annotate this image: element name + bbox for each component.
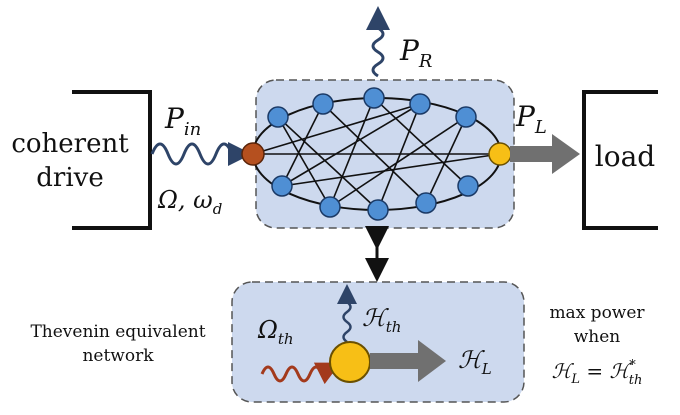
drive-label-line2: drive (36, 163, 103, 193)
thevenin-load-arrow-shaft (370, 353, 418, 369)
thevenin-node (329, 341, 371, 383)
max-power-line1: max power (549, 303, 645, 323)
load-power-label: PL (515, 100, 547, 138)
network-node (409, 93, 431, 115)
load-label: load (595, 140, 656, 173)
network-node (457, 175, 479, 197)
thevenin-load-label: ℋL (458, 346, 492, 378)
drive-bracket (72, 90, 152, 230)
network-node (415, 192, 437, 214)
network-node (367, 199, 389, 221)
network-node (312, 93, 334, 115)
thevenin-load-arrow-head (418, 340, 446, 382)
network-edges (252, 97, 501, 211)
load-arrow-head (552, 134, 580, 174)
network-node (271, 175, 293, 197)
max-power-line2: when (574, 327, 621, 347)
input-wave (150, 142, 234, 166)
thevenin-drive-wave (260, 365, 324, 383)
output-node (488, 142, 512, 166)
input-node (241, 142, 265, 166)
thevenin-caption-line2: network (82, 346, 154, 366)
drive-label-line1: coherent (11, 129, 129, 159)
thevenin-panel (231, 281, 525, 403)
network-node (267, 106, 289, 128)
network-node (319, 196, 341, 218)
thevenin-caption-line1: Thevenin equivalent (30, 322, 205, 342)
radiated-wave (371, 26, 385, 78)
thevenin-loss-label: ℋth (362, 304, 401, 336)
drive-params-label: Ω, ωd (157, 186, 222, 218)
thevenin-loss-wave (342, 300, 352, 344)
network-node (363, 87, 385, 109)
network-node (455, 106, 477, 128)
load-bracket (582, 90, 658, 230)
load-arrow-shaft (510, 146, 552, 162)
max-power-condition: ℋL = ℋ*th (552, 358, 643, 388)
thevenin-drive-label: Ωth (257, 316, 294, 348)
radiated-power-label: PR (399, 34, 432, 72)
input-power-label: Pin (164, 102, 201, 140)
thevenin-drive-arrow (313, 362, 341, 385)
